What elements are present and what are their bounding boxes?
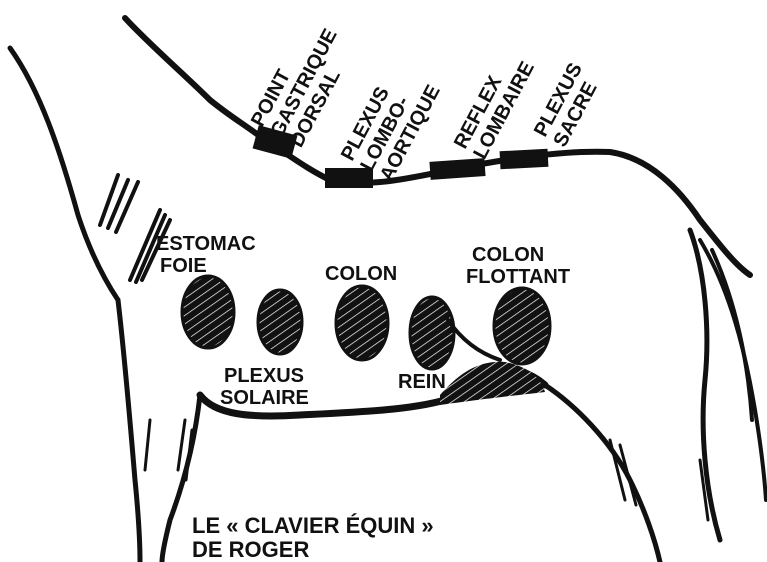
label-estomac: ESTOMAC <box>156 233 256 255</box>
organ-plexus-solaire <box>258 290 302 354</box>
label-colon: COLON <box>325 263 397 285</box>
front-leg-outline <box>118 300 140 562</box>
neck-front-outline <box>10 48 118 300</box>
organ-colon-flottant <box>494 288 550 364</box>
label-plexus-sacre: PLEXUS SACRE <box>530 59 606 150</box>
label-foie: FOIE <box>160 255 207 277</box>
back-mark-reflex <box>429 158 485 180</box>
label-colon-flottant-1: COLON <box>472 244 544 266</box>
label-reflex-lombaire: REFLEX LOMBAIRE <box>450 48 539 163</box>
organ-colon <box>336 286 388 360</box>
label-plexus-solaire-1: PLEXUS <box>224 365 304 387</box>
label-colon-flottant-2: FLOTTANT <box>466 266 570 288</box>
belly-shading <box>440 362 545 405</box>
label-plexus-solaire-2: SOLAIRE <box>220 387 309 409</box>
caption-line-1: LE « CLAVIER ÉQUIN » <box>192 513 434 538</box>
neck-top-outline <box>125 18 262 138</box>
tail-outline <box>700 240 766 500</box>
caption-line-2: DE ROGER <box>192 537 309 562</box>
organ-rein <box>410 297 454 369</box>
organ-estomac-foie <box>182 276 234 348</box>
rein-connector <box>448 320 500 360</box>
label-plexus-lombo-aortique: PLEXUS LOMBO- AORTIQUE <box>337 61 445 185</box>
back-mark-lombo <box>325 168 373 188</box>
label-rein: REIN <box>398 371 446 393</box>
back-mark-sacre <box>500 149 549 169</box>
rear-leg-hatch <box>610 440 708 520</box>
rear-leg-outline <box>545 385 660 562</box>
